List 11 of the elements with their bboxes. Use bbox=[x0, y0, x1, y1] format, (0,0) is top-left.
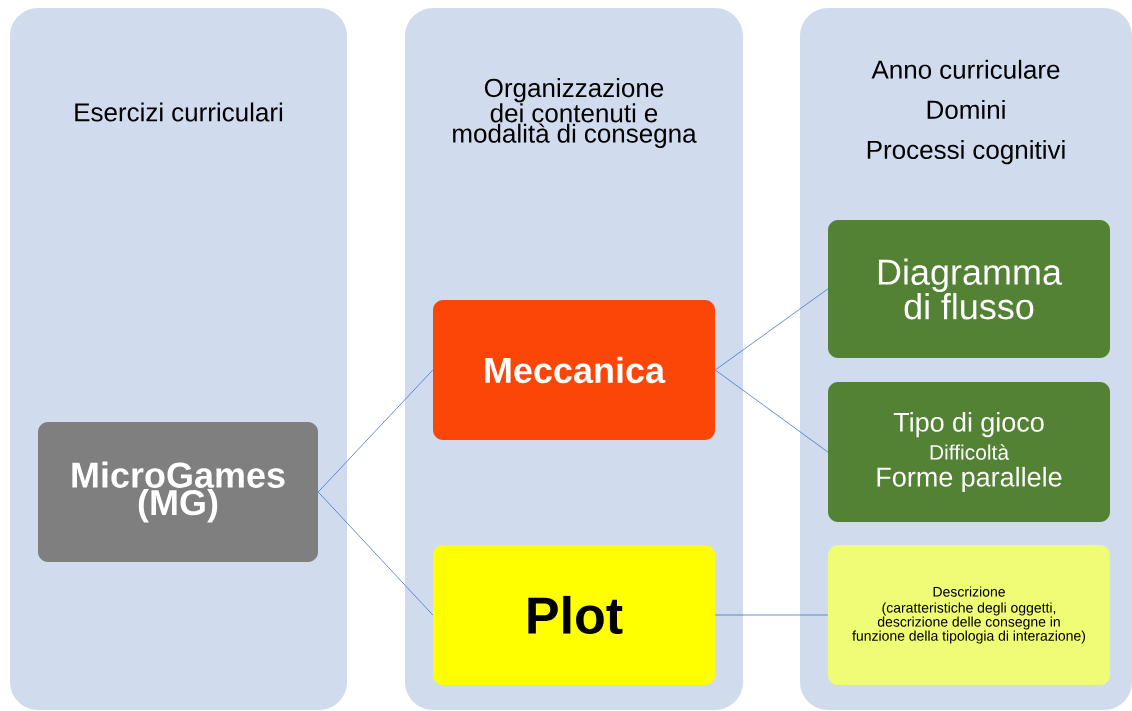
connector-line bbox=[714, 369, 829, 453]
title-box: MicroGames (MG) bbox=[38, 422, 318, 562]
connector-line bbox=[317, 369, 434, 493]
connector-line bbox=[714, 614, 829, 616]
category-box: Meccanica bbox=[433, 300, 715, 440]
connector-line bbox=[714, 288, 829, 371]
feature-box: Diagramma di flusso bbox=[828, 220, 1110, 358]
category-box: Plot bbox=[433, 545, 715, 685]
description-box: Descrizione (caratteristiche degli oggetti, descrizione delle consegne in funzione della tipologia di interazione) bbox=[828, 545, 1110, 685]
connector-line bbox=[317, 491, 434, 616]
feature-box: Tipo di gioco Difficoltà Forme parallele bbox=[828, 382, 1110, 522]
